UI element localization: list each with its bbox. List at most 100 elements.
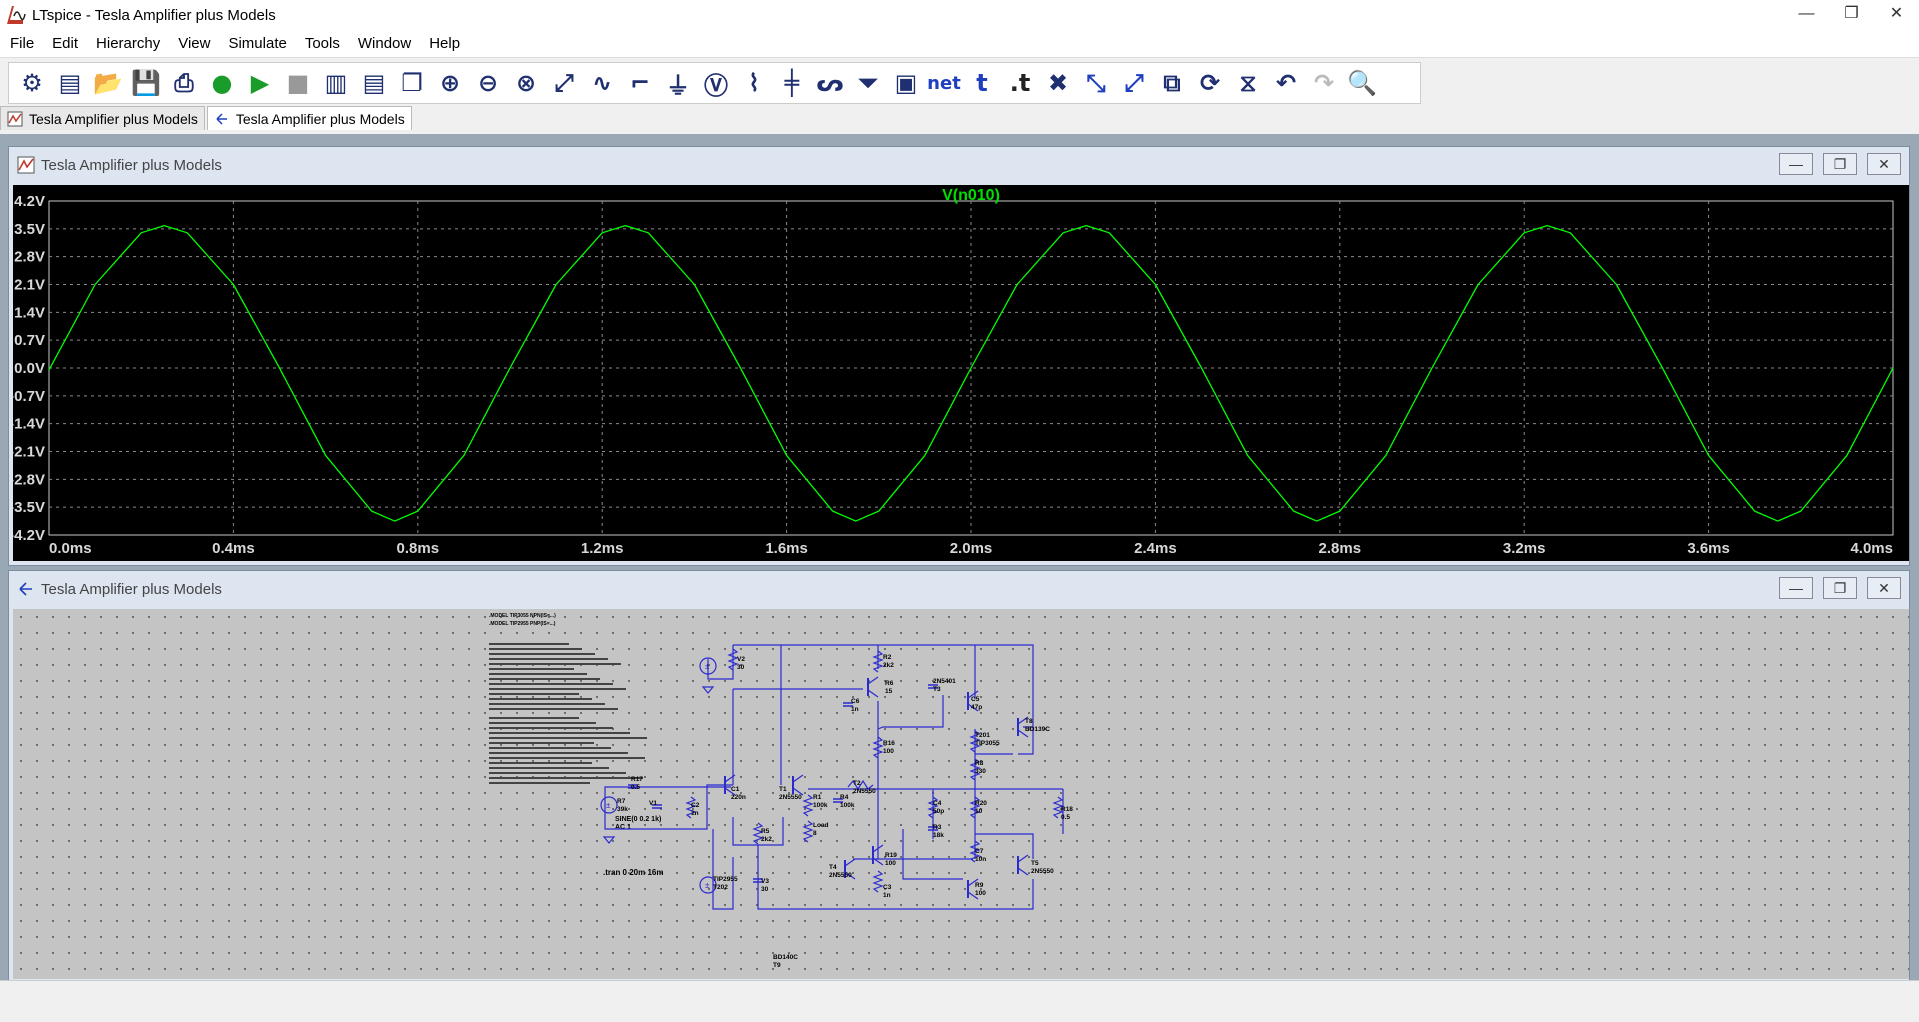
save-button[interactable]: 💾 <box>127 65 165 101</box>
settings-button[interactable]: ⚙ <box>13 65 51 101</box>
transistor-t9-emitter[interactable] <box>967 891 979 900</box>
menu-help[interactable]: Help <box>429 35 461 52</box>
resistor-r5[interactable] <box>802 820 814 843</box>
print-button[interactable]: ⎙ <box>165 65 203 101</box>
transistor-t201-emitter[interactable] <box>1017 729 1029 738</box>
component-button[interactable]: ▣ <box>887 65 925 101</box>
drag-button[interactable]: ⤢ <box>1115 65 1153 101</box>
transistor-t1-collector[interactable] <box>724 774 736 783</box>
resistor-r20[interactable] <box>927 796 939 819</box>
resistor-r18[interactable] <box>969 796 981 819</box>
net-label-button[interactable]: net <box>925 65 963 101</box>
transistor-t201-collector[interactable] <box>1017 716 1029 725</box>
open-button[interactable]: 📂 <box>89 65 127 101</box>
cascade-button[interactable]: ❐ <box>393 65 431 101</box>
menu-window[interactable]: Window <box>357 35 412 52</box>
undo-button[interactable]: ↶ <box>1267 65 1305 101</box>
zoom-out-button[interactable]: ⊖ <box>469 65 507 101</box>
source-v1[interactable] <box>600 796 618 814</box>
menu-tools[interactable]: Tools <box>304 35 340 52</box>
text-button[interactable]: t <box>963 65 1001 101</box>
wire-bias[interactable] <box>877 695 944 730</box>
tile-vertical-button[interactable]: ▥ <box>317 65 355 101</box>
menu-edit[interactable]: Edit <box>52 35 79 52</box>
menu-hierarchy[interactable]: Hierarchy <box>96 35 161 52</box>
zoom-fit-button[interactable]: ⊗ <box>507 65 545 101</box>
wire-v2[interactable] <box>707 645 734 680</box>
schematic-drawing[interactable]: .MODEL TIP3055 NPN(IS=...).MODEL TIP2955… <box>13 609 1909 979</box>
ground-button[interactable]: ⏚ <box>659 65 697 101</box>
waveform-close-button[interactable]: ✕ <box>1867 153 1901 175</box>
resistor-r1[interactable] <box>685 796 697 819</box>
wire-vplus[interactable] <box>733 644 1034 728</box>
wire-button[interactable]: ⌐ <box>621 65 659 101</box>
resistor-r19[interactable] <box>969 840 981 863</box>
transistor-t3-emitter[interactable] <box>867 689 879 698</box>
resistor-button[interactable]: ⌇ <box>735 65 773 101</box>
inductor-button[interactable]: ᔕ <box>811 65 849 101</box>
new-schematic-button[interactable]: ▤ <box>51 65 89 101</box>
diode-button[interactable]: ⏷ <box>849 65 887 101</box>
resistor-r7[interactable] <box>847 779 874 791</box>
ac-analysis-button[interactable]: ● <box>203 65 241 101</box>
menu-file[interactable]: File <box>10 35 35 52</box>
transistor-t202-emitter[interactable] <box>1017 867 1029 876</box>
halt-button[interactable]: ■ <box>279 65 317 101</box>
resistor-r6[interactable] <box>872 650 884 673</box>
schematic-canvas[interactable]: .MODEL TIP3055 NPN(IS=...).MODEL TIP2955… <box>13 609 1909 979</box>
wire-t201e[interactable] <box>1018 727 1034 755</box>
schematic-maximize-button[interactable]: ❐ <box>1823 577 1857 599</box>
waveform-minimize-button[interactable]: — <box>1779 153 1813 175</box>
minimize-button[interactable]: — <box>1798 5 1815 22</box>
menu-view[interactable]: View <box>178 35 211 52</box>
zoom-in-button[interactable]: ⊕ <box>431 65 469 101</box>
transistor-t2-emitter[interactable] <box>792 787 804 796</box>
wire-vminus[interactable] <box>757 845 1034 910</box>
tab-waveform[interactable]: Tesla Amplifier plus Models <box>0 106 205 130</box>
spice-directive-button[interactable]: .t <box>1001 65 1039 101</box>
resistor-r4[interactable] <box>802 794 814 817</box>
tab-schematic[interactable]: Tesla Amplifier plus Models <box>206 106 412 130</box>
transistor-t2-collector[interactable] <box>792 774 804 783</box>
wire-v3[interactable] <box>712 829 734 910</box>
menu-simulate[interactable]: Simulate <box>228 35 287 52</box>
duplicate-button[interactable]: ⧉ <box>1153 65 1191 101</box>
maximize-button[interactable]: ❐ <box>1844 5 1859 22</box>
move-button[interactable]: ⤡ <box>1077 65 1115 101</box>
waveform-maximize-button[interactable]: ❐ <box>1823 153 1857 175</box>
tile-horizontal-button[interactable]: ▤ <box>355 65 393 101</box>
autorange-button[interactable]: ⤢ <box>545 65 583 101</box>
redo-button[interactable]: ↷ <box>1305 65 1343 101</box>
transistor-t8-emitter[interactable] <box>967 703 979 712</box>
close-button[interactable]: ✕ <box>1889 5 1904 22</box>
schematic-minimize-button[interactable]: — <box>1779 577 1813 599</box>
transistor-t3-collector[interactable] <box>867 676 879 685</box>
schematic-window-titlebar[interactable]: Tesla Amplifier plus Models <box>9 571 1909 607</box>
ground-v1[interactable] <box>602 836 616 844</box>
transistor-t5-collector[interactable] <box>844 858 856 867</box>
source-v3[interactable] <box>699 876 717 894</box>
resistor-r9[interactable] <box>872 870 884 893</box>
resistor-r8[interactable] <box>872 736 884 759</box>
resistor-load[interactable] <box>1052 796 1064 819</box>
voltage-button[interactable]: Ⓥ <box>697 65 735 101</box>
waveform-button[interactable]: ∿ <box>583 65 621 101</box>
source-v2[interactable] <box>699 657 717 675</box>
resistor-r3[interactable] <box>752 822 764 845</box>
transistor-t4-collector[interactable] <box>872 844 884 853</box>
transistor-t8-collector[interactable] <box>967 690 979 699</box>
run-button[interactable]: ▶ <box>241 65 279 101</box>
transistor-t4-emitter[interactable] <box>872 857 884 866</box>
waveform-window-titlebar[interactable]: Tesla Amplifier plus Models <box>9 147 1909 183</box>
resistor-r2[interactable] <box>727 648 739 671</box>
transistor-t5-emitter[interactable] <box>844 871 856 880</box>
resistor-r16[interactable] <box>969 730 981 753</box>
transistor-t9-collector[interactable] <box>967 878 979 887</box>
delete-button[interactable]: ✖ <box>1039 65 1077 101</box>
schematic-close-button[interactable]: ✕ <box>1867 577 1901 599</box>
wire-input[interactable] <box>604 784 733 830</box>
transistor-t202-collector[interactable] <box>1017 854 1029 863</box>
find-button[interactable]: 🔍 <box>1343 65 1381 101</box>
